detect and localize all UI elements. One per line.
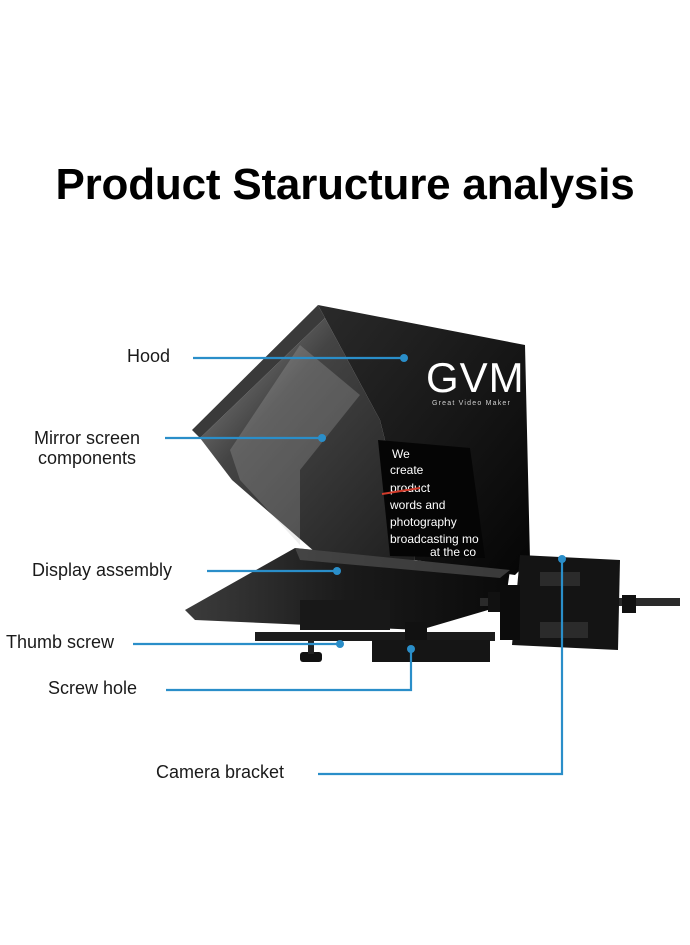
teleprompter-device: We create product words and photography … <box>185 305 680 662</box>
screen-line-3: product <box>390 481 431 495</box>
mirror-glass <box>200 318 415 565</box>
page-title: Product Staructure analysis <box>55 160 635 209</box>
bracket-post <box>500 585 520 640</box>
label-screw-hole: Screw hole <box>48 678 138 698</box>
screen-line-4: words and <box>389 498 445 512</box>
callouts <box>133 354 566 776</box>
screen-line-7: at the co <box>430 545 476 559</box>
callout-display-assembly <box>207 567 341 575</box>
callout-thumb-screw <box>133 640 344 648</box>
label-camera-bracket: Camera bracket <box>156 762 285 782</box>
callout-mirror-screen <box>165 434 326 442</box>
label-display-assembly: Display assembly <box>32 560 173 580</box>
bracket-slot-1 <box>540 572 580 586</box>
mirror-reflection <box>230 345 360 545</box>
lower-block <box>372 640 490 662</box>
rail-clamp-3 <box>622 595 636 613</box>
display-plate-highlight <box>295 548 510 578</box>
screen-line-6: broadcasting mo <box>390 532 479 546</box>
screen-line-2: create <box>390 463 424 477</box>
label-thumb-screw: Thumb screw <box>6 632 115 652</box>
rail-clamp-1 <box>405 622 427 644</box>
label-hood: Hood <box>127 346 171 366</box>
screen-line-5: photography <box>390 515 457 529</box>
prompter-screen <box>378 440 485 558</box>
label-mirror-screen-line1: Mirror screen <box>33 428 140 448</box>
bracket-slot-2 <box>540 622 588 638</box>
label-mirror-screen: Mirror screen components <box>26 428 148 468</box>
callout-screw-hole <box>166 645 415 692</box>
label-mirror-screen-line2: components <box>37 448 137 468</box>
front-rail <box>255 632 495 641</box>
screen-cursor-line <box>381 487 421 495</box>
camera-bracket <box>512 555 620 650</box>
screen-text: We create product words and photography … <box>381 447 479 559</box>
rear-block <box>300 600 390 630</box>
screen-line-1: We <box>392 447 410 461</box>
brand-logo: GVM <box>426 354 525 401</box>
hood-edge <box>192 305 325 438</box>
thumb-screw-stem <box>308 640 314 654</box>
callout-hood <box>193 354 408 362</box>
brand-tagline: Great Video Maker <box>432 400 511 407</box>
callout-camera-bracket <box>318 555 566 776</box>
thumb-screw-knob <box>300 652 322 662</box>
